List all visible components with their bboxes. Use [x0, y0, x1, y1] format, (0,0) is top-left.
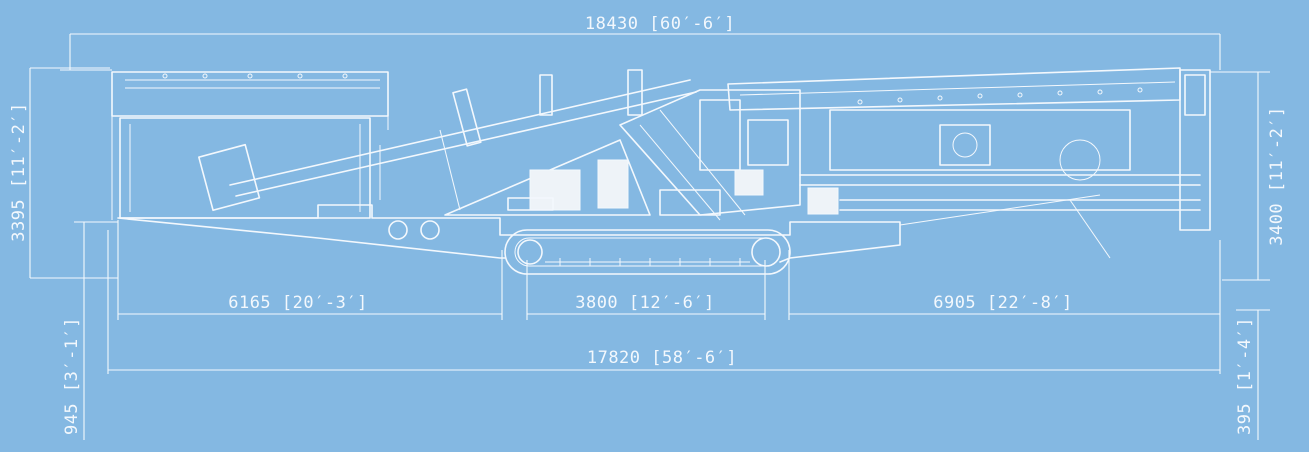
- machine-outline: [111, 67, 1211, 275]
- dimension-lines: [29, 33, 1270, 440]
- delivery-conveyor: [727, 67, 1211, 259]
- right-height-label: 3400 [11′-2′]: [1267, 106, 1287, 246]
- chassis-wheel-left: [388, 220, 408, 240]
- feeder-box: [198, 143, 261, 212]
- right-section-label: 6905 [22′-8′]: [933, 293, 1073, 313]
- left-section-label: 6165 [20′-3′]: [228, 293, 368, 313]
- crawler-track: [504, 229, 791, 275]
- left-clearance-label: 945 [3′-1′]: [62, 317, 82, 435]
- chassis: [117, 204, 901, 263]
- screen-box: [619, 89, 839, 221]
- overall-length-label: 18430 [60′-6′]: [585, 14, 735, 34]
- left-height-label: 3395 [11′-2′]: [9, 102, 29, 242]
- right-clearance-label: 395 [1′-4′]: [1235, 317, 1255, 435]
- hopper: [111, 71, 389, 220]
- feed-conveyor: [229, 69, 697, 211]
- chassis-wheel-right: [420, 220, 440, 240]
- engine-block: [444, 139, 721, 216]
- track-section-label: 3800 [12′-6′]: [575, 293, 715, 313]
- base-length-label: 17820 [58′-6′]: [587, 348, 737, 368]
